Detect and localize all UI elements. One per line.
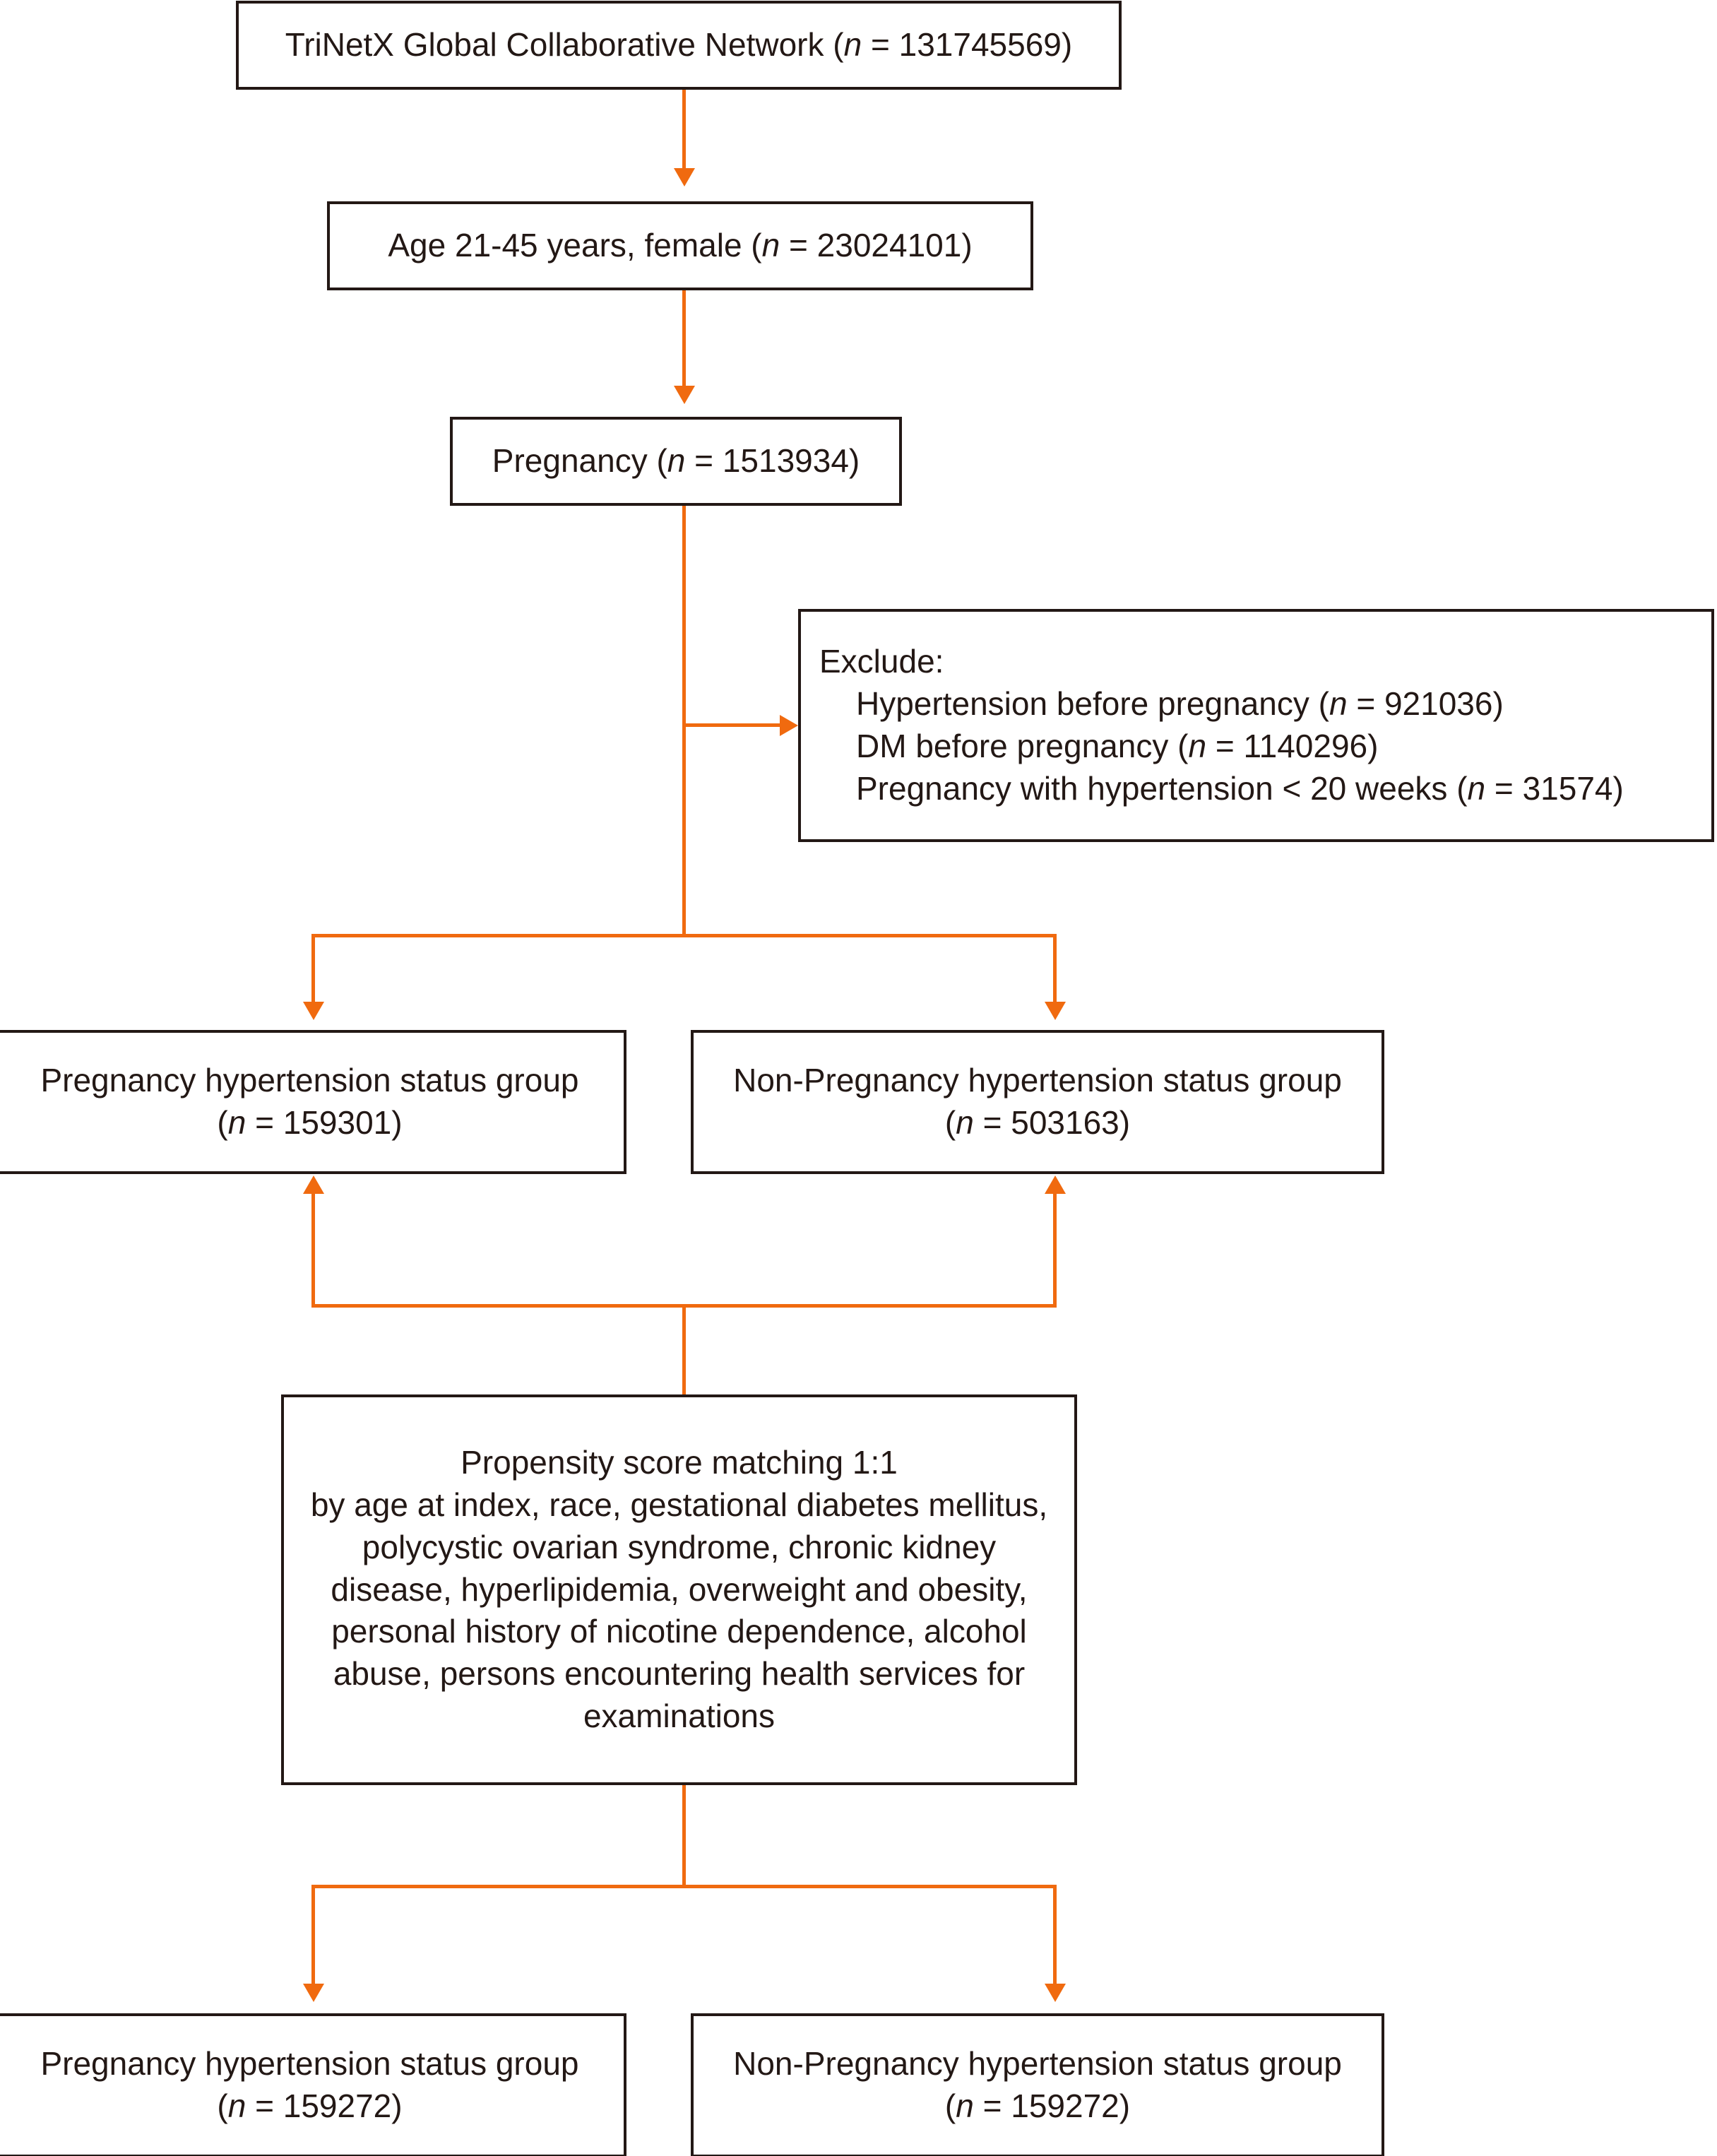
pregnancy-group-postmatch-title: Pregnancy hypertension status group (40, 2045, 579, 2083)
nonpregnancy-group-postmatch-count: (n = 159272) (944, 2087, 1131, 2124)
age-sex-filter-text: Age 21-45 years, female (n = 23024101) (388, 227, 973, 264)
nonpregnancy-group-prematch-count: (n = 503163) (944, 1104, 1131, 1141)
n-symbol: n (1329, 685, 1348, 723)
n-symbol: n (1188, 728, 1207, 764)
pregnancy-group-prematch-count: (n = 159301) (217, 1104, 403, 1141)
node-pregnancy: Pregnancy (n = 1513934) (450, 417, 902, 506)
n-symbol: n (843, 26, 862, 64)
arrow-to-exclude (780, 715, 798, 736)
node-nonpregnancy-group-postmatch: Non-Pregnancy hypertension status group … (691, 2013, 1384, 2156)
node-pregnancy-group-prematch: Pregnancy hypertension status group (n =… (0, 1030, 626, 1174)
connector-split-bar-prematch (311, 934, 1057, 937)
connector-split-right-postmatch (1053, 1885, 1057, 1987)
exclude-item-early-hypertension: Pregnancy with hypertension < 20 weeks (… (856, 769, 1624, 807)
connector-source-to-age (682, 90, 686, 171)
arrow-up-into-pregnancy-group-pre (303, 1175, 324, 1194)
node-pregnancy-group-postmatch: Pregnancy hypertension status group (n =… (0, 2013, 626, 2156)
node-cohort-source: TriNetX Global Collaborative Network (n … (236, 1, 1122, 90)
n-symbol: n (761, 227, 780, 264)
n-symbol: n (227, 1104, 246, 1141)
n-symbol: n (956, 2087, 974, 2124)
node-age-sex-filter: Age 21-45 years, female (n = 23024101) (327, 201, 1033, 290)
arrow-to-pregnancy-group-post (303, 1984, 324, 2002)
connector-age-to-pregnancy (682, 290, 686, 389)
connector-split-left-prematch (311, 934, 315, 1005)
nonpregnancy-group-postmatch-title: Non-Pregnancy hypertension status group (733, 2045, 1342, 2083)
node-nonpregnancy-group-prematch: Non-Pregnancy hypertension status group … (691, 1030, 1384, 1174)
connector-psm-stem-down (682, 1785, 686, 1887)
n-symbol: n (667, 442, 686, 480)
arrow-up-into-nonpregnancy-group-pre (1045, 1175, 1066, 1194)
connector-merge-stem-to-psm (682, 1304, 686, 1396)
n-symbol: n (227, 2087, 246, 2124)
connector-pregnancy-trunk (682, 506, 686, 937)
arrow-to-nonpregnancy-group-pre (1045, 1002, 1066, 1020)
exclude-heading: Exclude: (819, 643, 944, 680)
psm-title: Propensity score matching 1:1 (461, 1444, 898, 1481)
connector-merge-right-prematch (1053, 1192, 1057, 1308)
connector-split-bar-postmatch (311, 1885, 1057, 1888)
n-symbol: n (956, 1104, 974, 1141)
arrow-to-nonpregnancy-group-post (1045, 1984, 1066, 2002)
pregnancy-group-postmatch-count: (n = 159272) (217, 2087, 403, 2124)
connector-split-left-postmatch (311, 1885, 315, 1987)
connector-merge-left-prematch (311, 1192, 315, 1308)
n-symbol: n (1467, 769, 1486, 807)
arrow-to-pregnancy-group-pre (303, 1002, 324, 1020)
pregnancy-group-prematch-title: Pregnancy hypertension status group (40, 1062, 579, 1099)
arrow-source-to-age (674, 168, 695, 186)
connector-split-right-prematch (1053, 934, 1057, 1005)
pregnancy-text: Pregnancy (n = 1513934) (492, 442, 860, 480)
connector-to-exclude (682, 723, 781, 727)
exclude-item-dm: DM before pregnancy (n = 1140296) (856, 728, 1379, 764)
nonpregnancy-group-prematch-title: Non-Pregnancy hypertension status group (733, 1062, 1342, 1099)
arrow-age-to-pregnancy (674, 386, 695, 404)
exclude-item-hypertension: Hypertension before pregnancy (n = 92103… (856, 685, 1504, 723)
node-propensity-score-matching: Propensity score matching 1:1 by age at … (281, 1394, 1077, 1785)
node-exclude: Exclude: Hypertension before pregnancy (… (798, 609, 1714, 842)
psm-covariates-text: by age at index, race, gestational diabe… (310, 1486, 1048, 1734)
cohort-source-text: TriNetX Global Collaborative Network (n … (285, 26, 1073, 64)
